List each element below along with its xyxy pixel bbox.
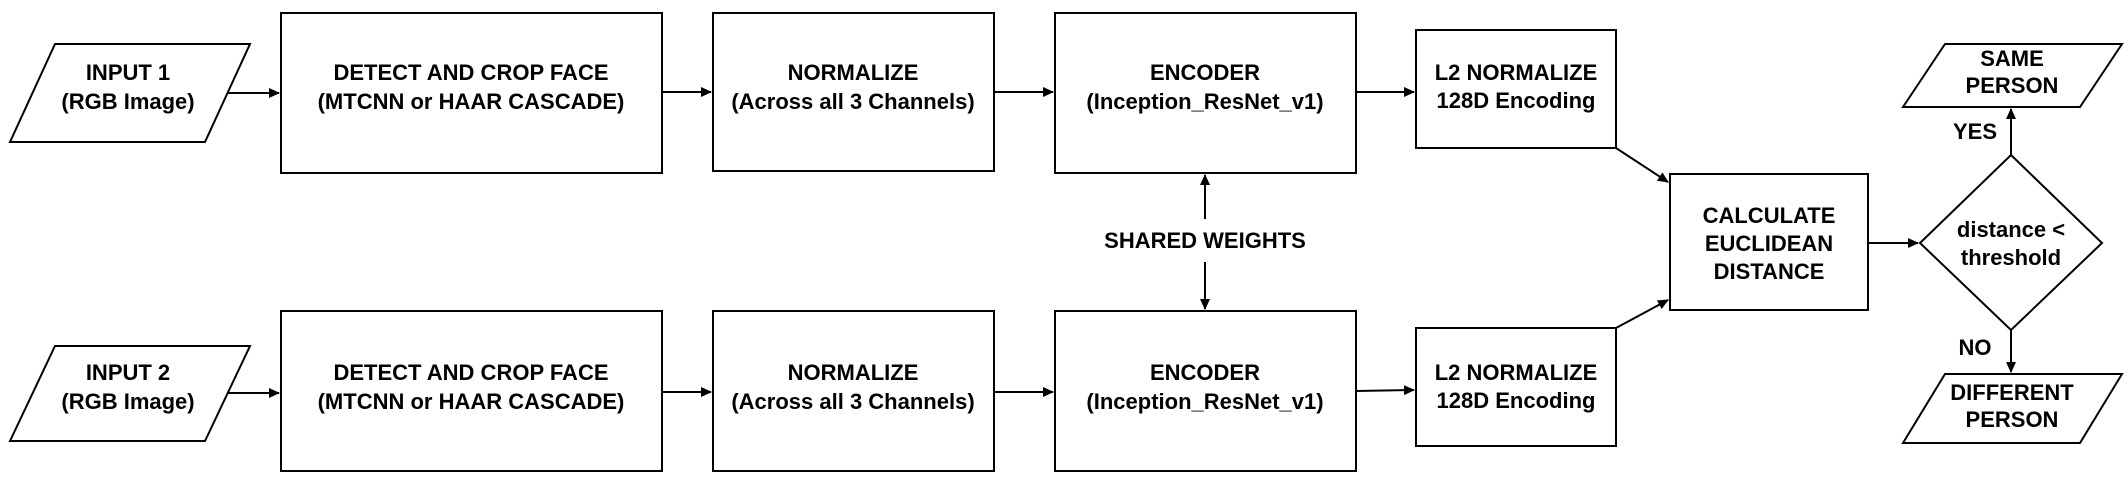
- encoder-1-sublabel: (Inception_ResNet_v1): [1086, 89, 1323, 114]
- euclidean-distance-node: CALCULATE EUCLIDEAN DISTANCE: [1669, 173, 1869, 311]
- input-1-label: INPUT 1: [86, 60, 170, 85]
- input-2-sublabel: (RGB Image): [61, 389, 194, 414]
- l2-normalize-2-sublabel: 128D Encoding: [1437, 388, 1596, 413]
- l2-normalize-1-sublabel: 128D Encoding: [1437, 88, 1596, 113]
- detect-crop-face-node-2: DETECT AND CROP FACE (MTCNN or HAAR CASC…: [280, 310, 663, 472]
- normalize-node-2: NORMALIZE (Across all 3 Channels): [712, 310, 995, 472]
- same-person-node: SAME PERSON: [1901, 43, 2124, 108]
- decision-label-1: distance <: [1957, 217, 2065, 242]
- input-2-node: INPUT 2 (RGB Image): [8, 345, 252, 442]
- detect-crop-face-2-label: DETECT AND CROP FACE: [333, 360, 608, 385]
- normalize-2-sublabel: (Across all 3 Channels): [731, 389, 974, 414]
- euclidean-distance-label-1: CALCULATE: [1703, 203, 1836, 228]
- encoder-2-sublabel: (Inception_ResNet_v1): [1086, 389, 1323, 414]
- threshold-decision-node: distance < threshold: [1918, 153, 2104, 332]
- encoder-node-1: ENCODER (Inception_ResNet_v1): [1054, 12, 1357, 174]
- detect-crop-face-node-1: DETECT AND CROP FACE (MTCNN or HAAR CASC…: [280, 12, 663, 174]
- detect-crop-face-1-label: DETECT AND CROP FACE: [333, 60, 608, 85]
- different-person-label-1: DIFFERENT: [1950, 380, 2074, 405]
- detect-crop-face-1-sublabel: (MTCNN or HAAR CASCADE): [318, 89, 625, 114]
- encoder-node-2: ENCODER (Inception_ResNet_v1): [1054, 310, 1357, 472]
- normalize-1-label: NORMALIZE: [788, 60, 919, 85]
- l2-normalize-node-1: L2 NORMALIZE 128D Encoding: [1415, 29, 1617, 149]
- different-person-label-2: PERSON: [1966, 407, 2059, 432]
- yes-label: YES: [1953, 119, 1997, 144]
- input-1-node: INPUT 1 (RGB Image): [8, 43, 252, 143]
- euclidean-distance-label-3: DISTANCE: [1714, 259, 1825, 284]
- encoder-1-label: ENCODER: [1150, 60, 1260, 85]
- normalize-1-sublabel: (Across all 3 Channels): [731, 89, 974, 114]
- no-label: NO: [1959, 335, 1992, 360]
- shared-weights-label: SHARED WEIGHTS: [1104, 228, 1306, 253]
- same-person-label-2: PERSON: [1966, 73, 2059, 98]
- l2-normalize-2-label: L2 NORMALIZE: [1435, 360, 1598, 385]
- arrow-l2-1-to-distance: [1615, 147, 1669, 183]
- detect-crop-face-2-sublabel: (MTCNN or HAAR CASCADE): [318, 389, 625, 414]
- normalize-2-label: NORMALIZE: [788, 360, 919, 385]
- normalize-node-1: NORMALIZE (Across all 3 Channels): [712, 12, 995, 172]
- arrow-l2-2-to-distance: [1615, 299, 1669, 329]
- encoder-2-label: ENCODER: [1150, 360, 1260, 385]
- l2-normalize-node-2: L2 NORMALIZE 128D Encoding: [1415, 327, 1617, 447]
- decision-label-2: threshold: [1961, 245, 2061, 270]
- input-2-label: INPUT 2: [86, 360, 170, 385]
- arrow-encoder2-to-l2: [1355, 385, 1415, 396]
- different-person-node: DIFFERENT PERSON: [1901, 373, 2124, 444]
- euclidean-distance-label-2: EUCLIDEAN: [1705, 231, 1833, 256]
- same-person-label-1: SAME: [1980, 46, 2044, 71]
- l2-normalize-1-label: L2 NORMALIZE: [1435, 60, 1598, 85]
- input-1-sublabel: (RGB Image): [61, 89, 194, 114]
